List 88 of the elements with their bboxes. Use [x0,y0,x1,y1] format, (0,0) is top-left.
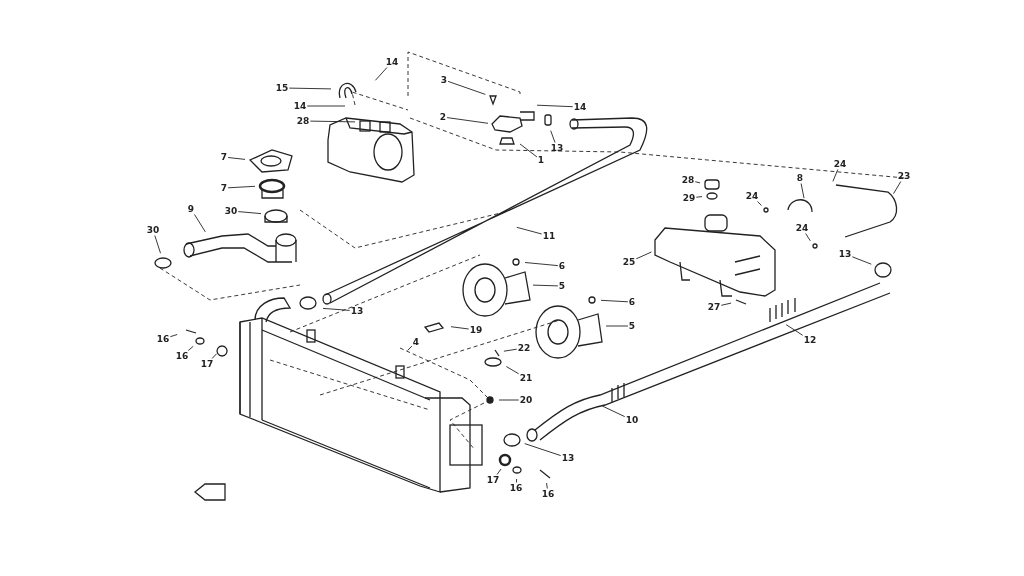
callout-number: 30 [223,205,239,217]
callout-number: 10 [624,414,640,426]
callout-number: 28 [680,174,696,186]
callout-number: 14 [572,101,588,113]
callout-number: 5 [557,280,567,292]
callout-number: 19 [468,324,484,336]
leader-line [211,353,218,359]
leader-line [785,324,804,336]
leader-line [800,183,805,199]
callout-number: 3 [439,74,449,86]
callout-number: 25 [621,256,637,268]
leader-line [309,120,356,123]
leader-line [498,399,520,401]
leader-line [447,80,486,95]
callout-number: 7 [219,182,229,194]
leader-line [446,117,489,124]
callout-number: 4 [411,336,421,348]
callout-number: 17 [199,358,215,370]
callout-number: 5 [627,320,637,332]
callout-number: 24 [744,190,760,202]
callout-number: 2 [438,111,448,123]
leader-line [524,443,562,457]
leader-line [227,185,256,189]
leader-line [532,284,559,287]
callout-number: 28 [295,115,311,127]
leader-line [306,105,346,107]
leader-line [169,334,178,338]
callout-number: 27 [706,301,722,313]
callout-number: 13 [837,248,853,260]
callout-number: 13 [560,452,576,464]
leader-line [374,67,388,81]
leader-line [893,181,902,195]
callout-number: 6 [627,296,637,308]
leader-line [757,201,762,206]
leader-line [515,478,518,483]
callout-number: 22 [516,342,532,354]
leader-line [503,348,518,352]
leader-line [505,366,520,375]
callout-number: 29 [681,192,697,204]
leader-line [635,251,652,260]
leader-line [288,87,332,90]
callout-number: 8 [795,172,805,184]
callout-number: 23 [896,170,912,182]
leader-line [237,211,262,215]
leader-line [600,299,629,303]
leader-line [602,405,626,418]
callout-number: 20 [518,394,534,406]
leader-line [851,256,872,265]
callout-number: 14 [292,100,308,112]
callout-number: 17 [485,474,501,486]
leader-line [546,482,548,489]
callout-number: 7 [219,151,229,163]
callout-number: 16 [540,488,556,500]
leader-line [536,104,574,108]
leader-line [496,468,502,475]
callout-number: 13 [549,142,565,154]
callout-number: 1 [536,154,546,166]
leader-line [695,196,703,198]
callout-number: 15 [274,82,290,94]
leader-line [322,307,351,311]
callout-number: 9 [186,203,196,215]
leader-line [407,345,413,351]
leader-line [805,233,811,242]
leader-line [720,302,732,306]
leader-line [605,325,629,327]
leader-line [832,169,839,182]
leader-line [194,214,206,233]
leader-line [450,326,470,330]
callout-number: 13 [349,305,365,317]
leader-line [519,143,538,158]
callout-number: 21 [518,372,534,384]
callout-number: 24 [794,222,810,234]
callout-number: 12 [802,334,818,346]
leader-line [550,130,556,143]
callout-number: 6 [557,260,567,272]
leader-line [187,345,194,351]
callout-number: 24 [832,158,848,170]
leader-line [227,157,246,160]
leader-line [694,181,701,184]
leader-line [154,235,161,254]
callout-number: 11 [541,230,557,242]
callout-number: 16 [508,482,524,494]
leader-line [516,226,543,235]
callout-number: 14 [384,56,400,68]
callout-number: 30 [145,224,161,236]
callout-number: 16 [155,333,171,345]
callout-number: 16 [174,350,190,362]
leader-line [524,262,559,267]
